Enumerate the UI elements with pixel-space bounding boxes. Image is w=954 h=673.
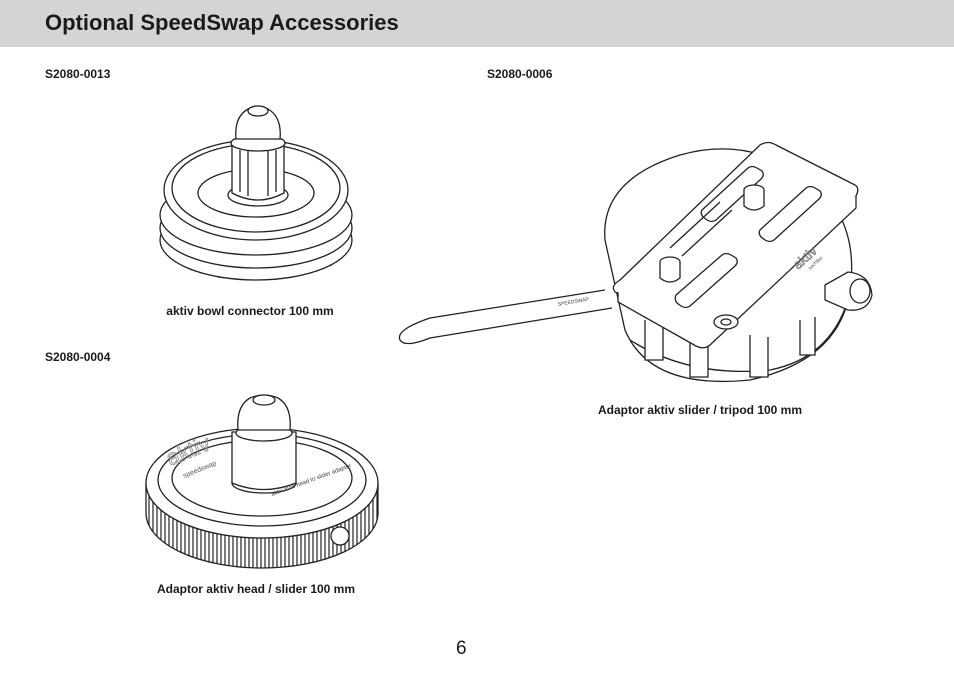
slider-tripod-adaptor-illustration: aktiv sachtler SPEEDSWAP — [390, 140, 880, 390]
page-title: Optional SpeedSwap Accessories — [45, 10, 399, 35]
item-code-slider-tripod-adaptor: S2080-0006 — [487, 67, 553, 81]
page-number: 6 — [456, 638, 467, 659]
page-header: Optional SpeedSwap Accessories — [0, 0, 954, 47]
item-code-head-slider-adaptor: S2080-0004 — [45, 350, 111, 364]
item-code-bowl-connector: S2080-0013 — [45, 67, 111, 81]
item-caption-head-slider-adaptor: Adaptor aktiv head / slider 100 mm — [156, 582, 356, 596]
item-caption-slider-tripod-adaptor: Adaptor aktiv slider / tripod 100 mm — [597, 403, 803, 417]
bowl-connector-illustration — [150, 95, 365, 290]
handle-engraving: SPEEDSWAP — [557, 296, 590, 307]
head-slider-adaptor-illustration: aktiv speedswap aktiv fluid head to slid… — [140, 388, 385, 578]
item-caption-bowl-connector: aktiv bowl connector 100 mm — [166, 304, 334, 318]
